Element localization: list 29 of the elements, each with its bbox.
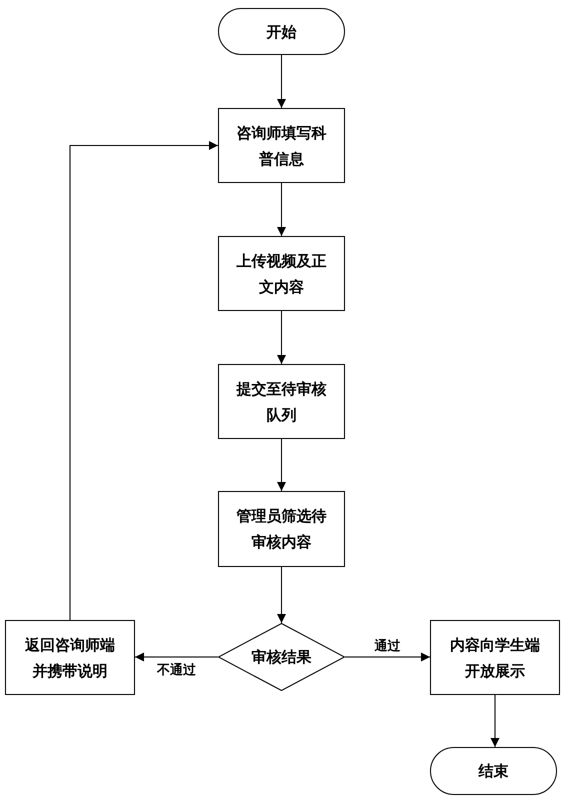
process-box (218, 236, 345, 311)
process-box (218, 491, 345, 567)
node-label: 提交至待审核队列 (235, 378, 328, 426)
arrow (134, 652, 218, 662)
decision-diamond (218, 623, 345, 691)
node-label: 管理员筛选待审核内容 (236, 506, 328, 553)
arrow (490, 694, 500, 748)
node-label: 咨询师填写科普信息 (236, 122, 328, 170)
edge-label: 通过 (372, 639, 402, 655)
node-label: 结束 (477, 761, 510, 782)
process-box (5, 620, 135, 695)
process-box (218, 108, 345, 183)
arrow (277, 310, 286, 364)
process-box (218, 364, 345, 439)
node-label: 内容向学生端开放展示 (449, 634, 541, 682)
terminal-pill (218, 8, 345, 55)
arrow (344, 652, 430, 662)
arrow (277, 182, 286, 236)
node-label: 上传视频及正文内容 (236, 250, 328, 298)
arrow (70, 141, 218, 620)
process-box (430, 620, 560, 695)
node-label: 开始 (265, 22, 298, 42)
arrow (277, 438, 286, 492)
edge-label: 不通过 (155, 663, 198, 679)
terminal-pill (430, 747, 557, 795)
arrow (277, 566, 286, 624)
node-label: 返回咨询师端并携带说明 (24, 634, 116, 682)
node-label: 审核结果 (250, 647, 312, 668)
arrow (277, 54, 286, 108)
